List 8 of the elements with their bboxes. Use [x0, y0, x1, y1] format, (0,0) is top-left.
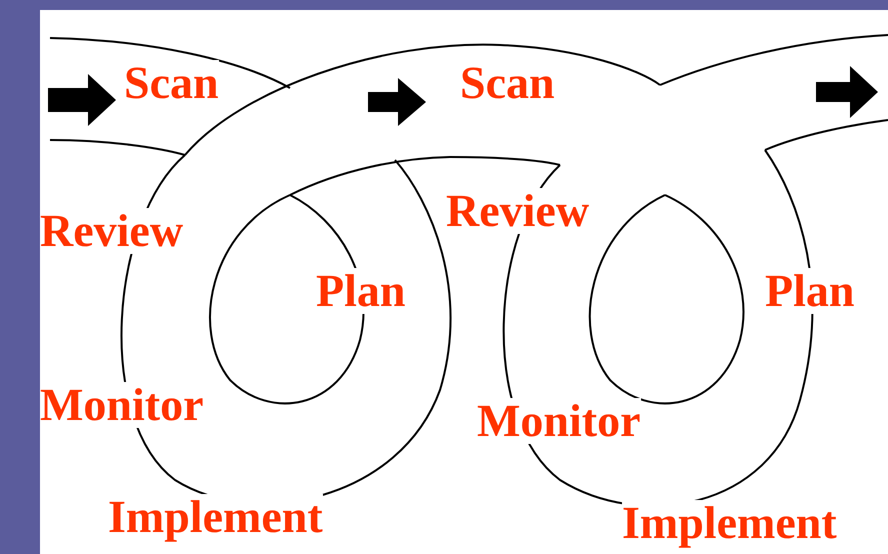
stage-label: Review: [40, 208, 184, 254]
stage-label: Review: [446, 188, 590, 234]
stage-label: Implement: [622, 500, 837, 546]
stage-label: Monitor: [40, 382, 204, 428]
stage-label: Plan: [765, 268, 854, 314]
stage-label: Implement: [108, 494, 323, 540]
stage-label: Monitor: [477, 398, 641, 444]
stage-label: Plan: [316, 268, 406, 314]
